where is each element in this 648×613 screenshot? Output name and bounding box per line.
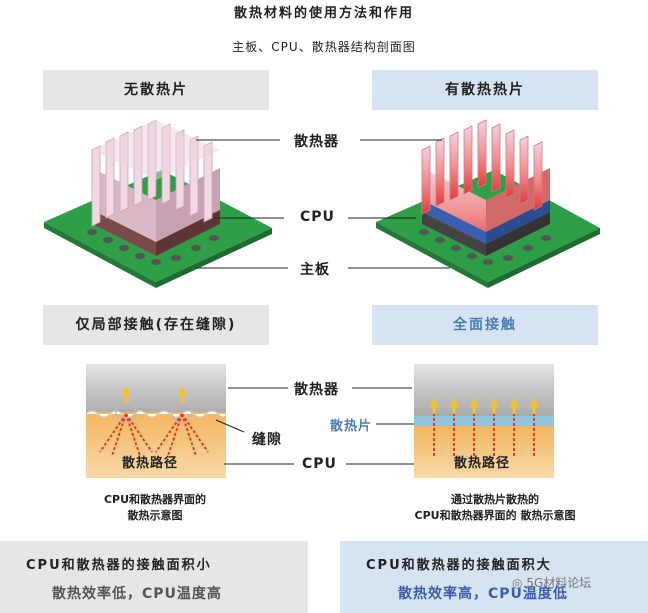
header-with-pad: 有散热热片 [372, 70, 598, 110]
bottom-left-panel: CPU和散热器的接触面积小 散热效率低，CPU温度高 [0, 541, 308, 613]
label-cpu-cross: CPU [302, 456, 337, 472]
bottom-right-line1: CPU和散热器的接触面积大 [366, 558, 552, 573]
label-gap: 缝隙 [252, 432, 282, 448]
bottom-right-panel: CPU和散热器的接触面积大 散热效率高，CPU温度低 [340, 541, 648, 613]
caption-right-line1: 通过散热片散热的 [451, 493, 539, 506]
caption-right-line2: CPU和散热器界面的 散热示意图 [414, 509, 576, 522]
right-cross-section [414, 364, 554, 478]
caption-left: CPU和散热器界面的 散热示意图 [60, 492, 250, 524]
wechat-icon: ◎ [512, 576, 523, 590]
right-heatsink [421, 119, 550, 256]
page-title: 散热材料的使用方法和作用 [233, 6, 414, 21]
page-subtitle: 主板、CPU、散热器结构剖面图 [232, 40, 416, 54]
left-cross-section [85, 364, 227, 478]
mid-leader-lines [215, 387, 414, 465]
left-solder-balls [87, 229, 219, 265]
caption-left-line2: 散热示意图 [127, 509, 183, 522]
top-leader-lines [196, 139, 450, 269]
left-heatsink [91, 119, 220, 256]
header-no-pad: 无散热片 [43, 70, 269, 110]
label-heatsink: 散热器 [294, 134, 339, 150]
label-path-left: 散热路径 [122, 456, 179, 471]
label-heatsink-cross: 散热器 [294, 382, 339, 398]
header-partial-contact: 仅局部接触(存在缝隙) [43, 305, 269, 345]
label-motherboard: 主板 [300, 262, 330, 278]
bottom-left-line1: CPU和散热器的接触面积小 [26, 558, 212, 573]
watermark: ◎ 5G材料论坛 [512, 574, 591, 591]
label-cpu: CPU [300, 209, 335, 225]
watermark-text: 5G材料论坛 [526, 576, 592, 590]
bottom-left-line2: 散热效率低，CPU温度高 [52, 586, 222, 602]
header-full-contact: 全面接触 [372, 305, 598, 345]
label-path-right: 散热路径 [454, 456, 511, 471]
right-solder-balls [419, 229, 551, 265]
caption-right: 通过散热片散热的 CPU和散热器界面的 散热示意图 [382, 492, 608, 524]
bottom-right-line2: 散热效率高，CPU温度低 [398, 586, 568, 602]
label-pad: 散热片 [330, 419, 373, 434]
caption-left-line1: CPU和散热器界面的 [103, 493, 207, 506]
